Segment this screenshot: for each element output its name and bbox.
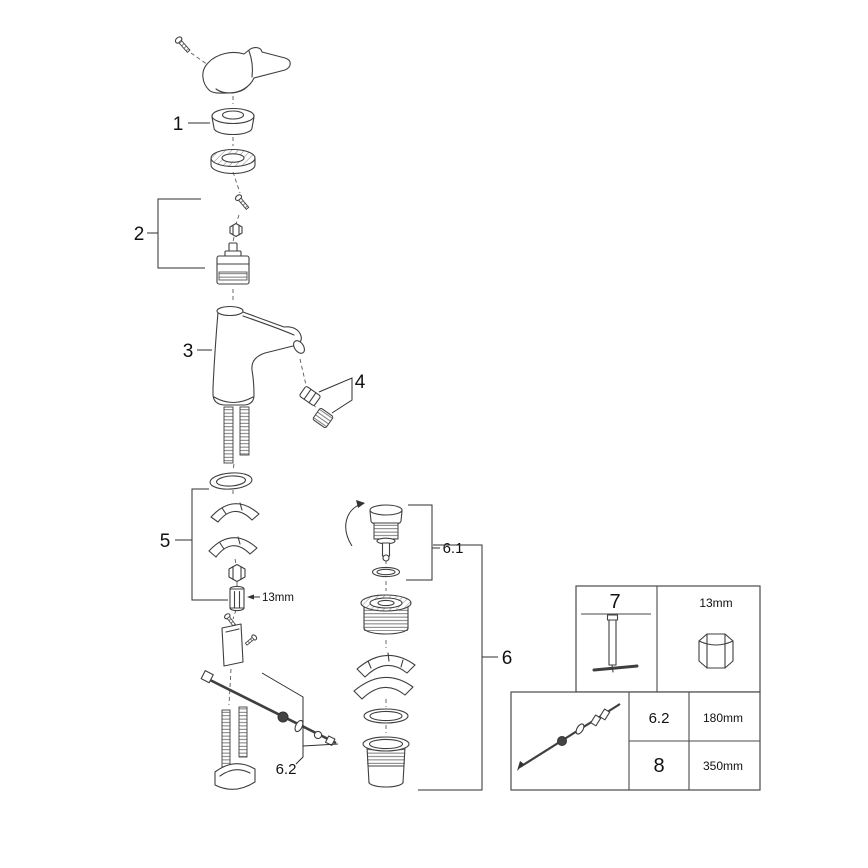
callout-1: 1 bbox=[173, 114, 210, 135]
faucet-body bbox=[212, 305, 306, 406]
rod-row2-ref: 8 bbox=[653, 755, 664, 777]
callout-3-label: 3 bbox=[183, 341, 194, 362]
callout-6: 6 bbox=[418, 544, 513, 791]
callout-6-2-label: 6.2 bbox=[276, 761, 297, 778]
mounting-ring bbox=[210, 148, 256, 175]
rod-row2-length: 350mm bbox=[703, 759, 743, 773]
drain-body bbox=[362, 736, 410, 788]
cartridge bbox=[216, 242, 250, 285]
mounting-hardware bbox=[200, 613, 337, 790]
popup-plug bbox=[369, 504, 403, 562]
drain-flange bbox=[360, 594, 412, 635]
drain-clamp bbox=[353, 652, 416, 700]
socket-tool-drawing bbox=[592, 614, 639, 673]
callout-6-2: 6.2 bbox=[261, 672, 339, 778]
rod-info-panel: 6.2 180mm 8 350mm bbox=[510, 691, 761, 791]
callout-2: 2 bbox=[134, 198, 205, 269]
callout-4: 4 bbox=[318, 372, 366, 414]
rod-row1-ref: 6.2 bbox=[649, 710, 670, 727]
assembly-centerlines bbox=[190, 52, 387, 733]
callout-5-label: 5 bbox=[160, 531, 171, 552]
lever-handle bbox=[202, 47, 291, 94]
tool-info-panel: 7 13mm bbox=[575, 585, 761, 693]
cartridge-screw bbox=[234, 194, 250, 211]
hex-nut-drawing bbox=[698, 633, 734, 669]
rod-row1-length: 180mm bbox=[703, 711, 743, 725]
callout-4-label: 4 bbox=[355, 372, 366, 393]
callout-6-1-label: 6.1 bbox=[443, 540, 464, 557]
mounting-nut bbox=[228, 563, 246, 583]
tool-ref-label: 7 bbox=[609, 591, 620, 613]
threaded-studs bbox=[223, 406, 250, 464]
callout-6-label: 6 bbox=[502, 648, 513, 669]
drain-oring bbox=[363, 708, 409, 724]
base-gasket bbox=[209, 472, 253, 490]
handle-screw bbox=[174, 36, 191, 53]
aerator-parts bbox=[299, 386, 334, 429]
mounting-clamps bbox=[208, 502, 260, 558]
callout-3: 3 bbox=[183, 341, 212, 362]
callout-2-label: 2 bbox=[134, 224, 145, 245]
callout-5: 5 bbox=[160, 488, 228, 601]
rod-drawing bbox=[517, 703, 621, 771]
mounting-bolt bbox=[229, 585, 245, 612]
callout-1-label: 1 bbox=[173, 114, 184, 135]
plug-oring bbox=[371, 566, 401, 578]
wrench-size-label: 13mm bbox=[262, 592, 294, 604]
tool-nut-size-label: 13mm bbox=[699, 596, 732, 610]
wrench-size-annotation: 13mm bbox=[247, 592, 294, 604]
rotate-arrow bbox=[345, 500, 365, 547]
callout-6-1: 6.1 bbox=[406, 504, 464, 581]
handle-cap bbox=[211, 107, 255, 136]
cartridge-nut bbox=[229, 222, 243, 238]
